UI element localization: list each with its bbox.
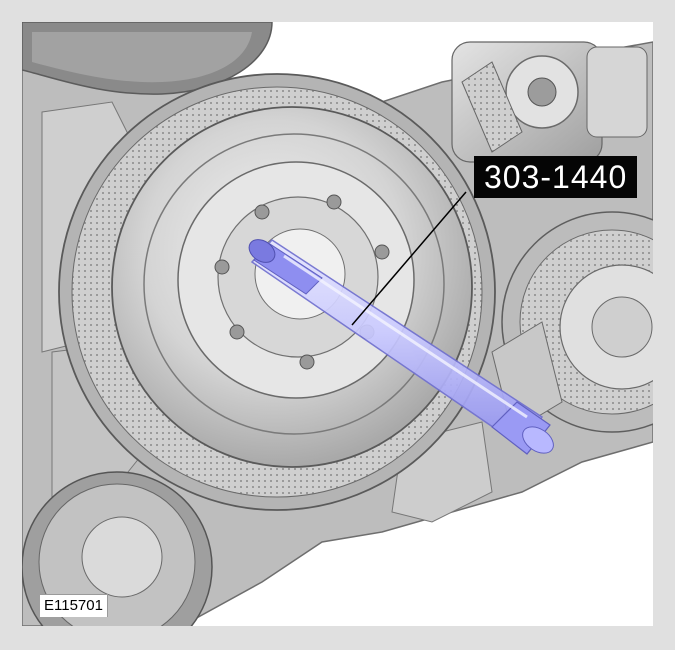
belt-tensioner bbox=[451, 41, 648, 163]
engine-illustration bbox=[22, 22, 653, 626]
crankshaft-pulley bbox=[58, 73, 496, 511]
timing-cover bbox=[22, 22, 273, 95]
tool-callout-label: 303-1440 bbox=[474, 156, 638, 198]
callout-leader-line bbox=[351, 191, 467, 326]
idler-pulley bbox=[22, 471, 213, 626]
figure-panel: 303-1440 E115701 bbox=[22, 22, 653, 626]
figure-reference-id: E115701 bbox=[40, 594, 108, 617]
special-tool bbox=[248, 239, 554, 455]
